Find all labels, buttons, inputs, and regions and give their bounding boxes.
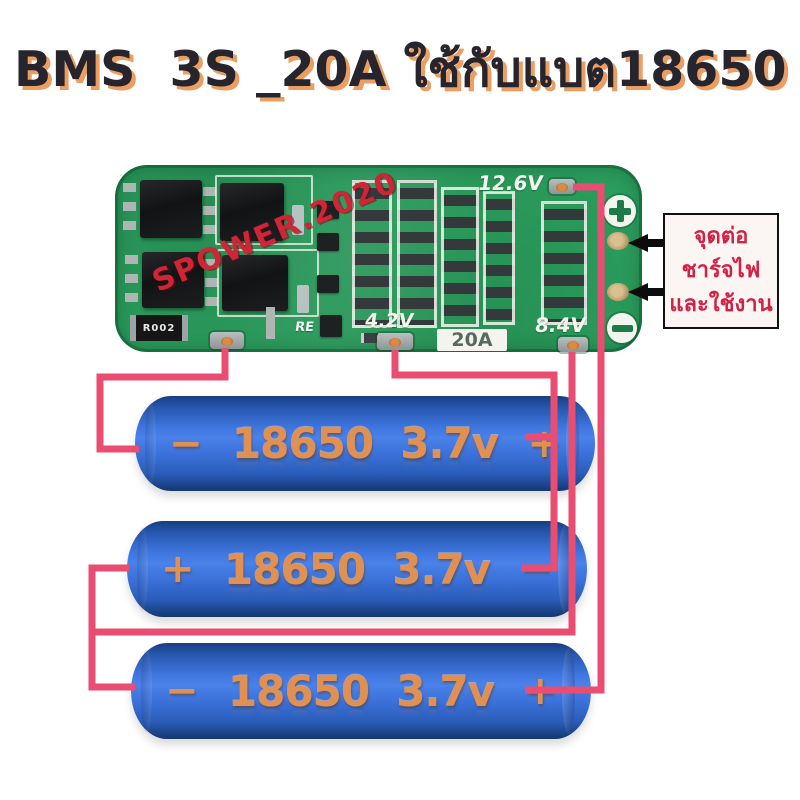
smd-chip: [320, 315, 342, 337]
battery-cell-3: − 18650 3.7v +: [131, 643, 591, 739]
mosfet: [140, 180, 202, 238]
mosfet: [142, 252, 204, 308]
smd-chip: [317, 275, 339, 293]
bms-board: R002 12.6V 4.2V 8.4V RE 20A SPOWER.2020: [115, 164, 642, 352]
voltage-label-12v6: 12.6V: [476, 171, 545, 195]
shunt-label: R002: [142, 322, 176, 334]
smd-chip: [317, 233, 339, 251]
annotation-line: ชาร์จไฟ: [681, 258, 761, 283]
battery2-positive-terminal: +: [161, 546, 195, 592]
silkscreen-outline: [215, 175, 313, 245]
mosfet-legs: [203, 187, 216, 239]
battery3-positive-terminal: +: [523, 668, 557, 714]
battery2-label: 18650 3.7v: [223, 544, 491, 594]
battery-cell-1: − 18650 3.7v +: [135, 396, 595, 491]
battery1-label: 18650 3.7v: [231, 419, 499, 468]
solder-tab: [292, 205, 304, 235]
smd-array: [352, 180, 392, 328]
voltage-label-8v4: 8.4V: [533, 313, 588, 337]
pad-8v4: [558, 337, 588, 352]
pad-b-minus: [210, 332, 244, 349]
pad-p-plus: [607, 232, 629, 250]
current-rating-label: 20A: [437, 329, 507, 351]
smd-array: [541, 201, 587, 325]
solder-pads: [263, 307, 275, 339]
mosfet-legs: [205, 259, 218, 311]
minus-screw-icon: [607, 313, 637, 343]
silk-label-re: RE: [293, 320, 315, 335]
annotation-box: จุดต่อ ชาร์จไฟ และใช้งาน: [663, 213, 779, 329]
mosfet-legs: [123, 183, 136, 235]
smd-array: [441, 187, 479, 327]
voltage-label-4v2: 4.2V: [363, 310, 415, 332]
battery3-label: 18650 3.7v: [227, 666, 495, 716]
solder-tab: [297, 285, 309, 313]
battery-cell-2: + 18650 3.7v −: [127, 521, 587, 617]
annotation-line: จุดต่อ: [693, 224, 749, 249]
pad-12v6: [549, 179, 575, 194]
smd-array: [397, 180, 437, 328]
mosfet: [220, 183, 284, 241]
mosfet-legs: [125, 255, 138, 307]
smd-array: [483, 191, 515, 325]
pad-4v2: [377, 333, 413, 350]
page-title: BMS 3S _20A ใช้กับแบต18650: [14, 41, 787, 98]
pad-p-minus: [607, 283, 629, 301]
annotation-line: และใช้งาน: [669, 292, 773, 317]
mosfet: [222, 255, 288, 311]
battery3-negative-terminal: −: [165, 668, 199, 714]
battery1-negative-terminal: −: [169, 420, 203, 467]
smd-chip: [317, 201, 339, 219]
shunt-resistor: R002: [130, 315, 188, 341]
plus-screw-icon: [604, 195, 636, 227]
battery1-positive-terminal: +: [527, 420, 561, 467]
battery2-negative-terminal: −: [519, 546, 553, 592]
